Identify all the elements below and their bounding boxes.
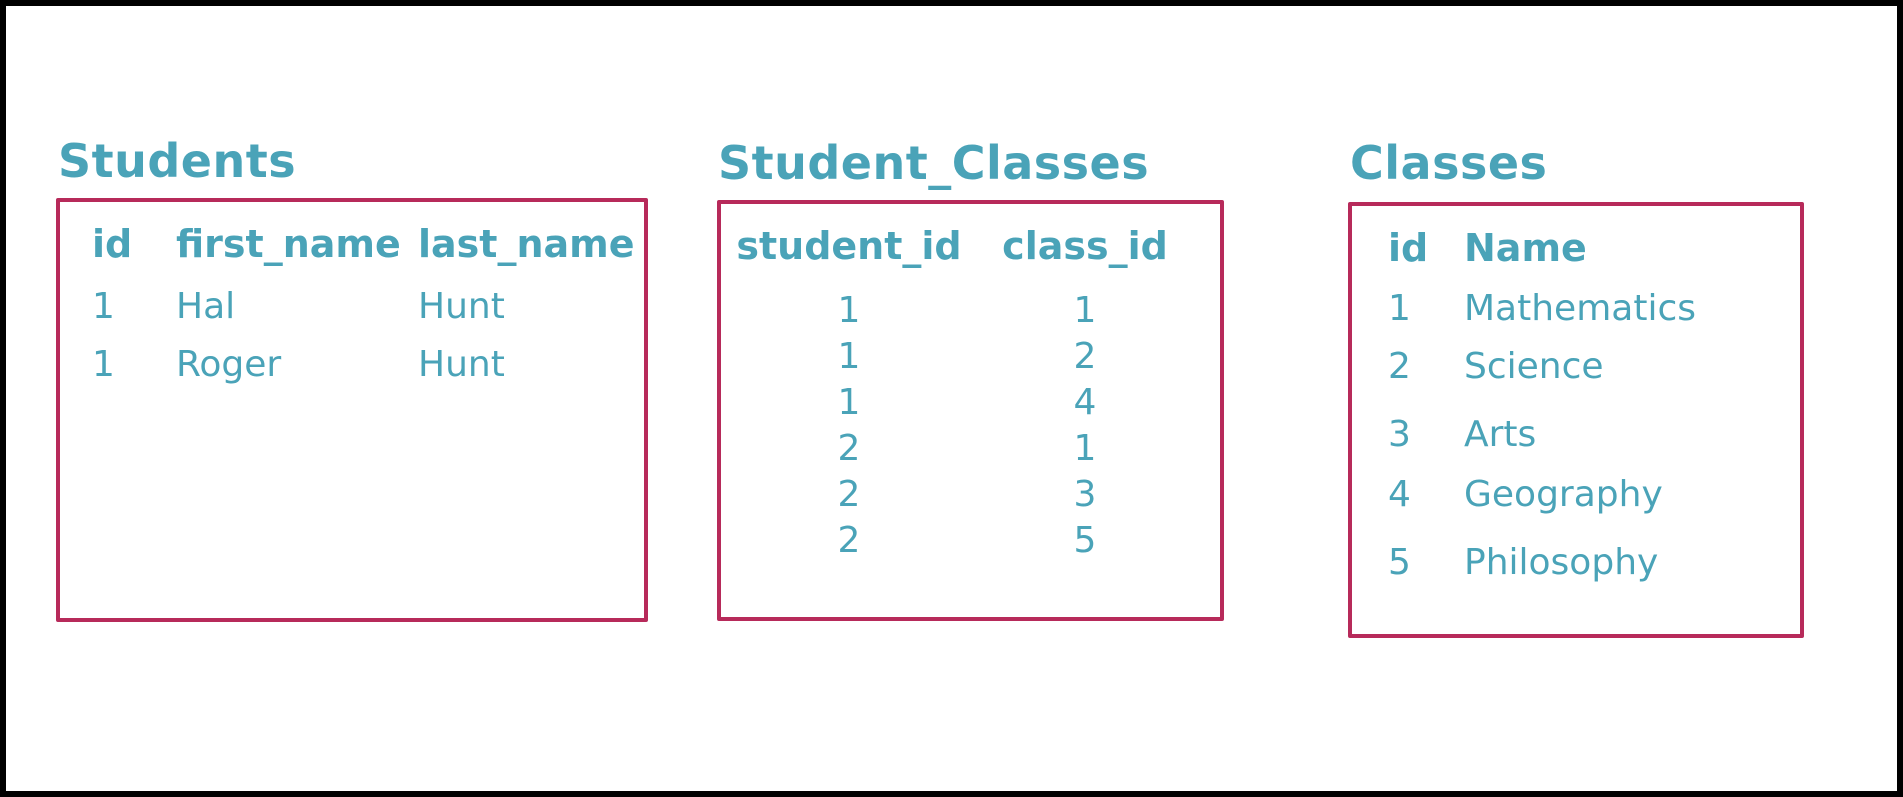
student-classes-table-title: Student_Classes [718,136,1150,190]
students-header-first-name: first_name [176,222,401,266]
student-classes-cell-student-id: 2 [837,474,861,515]
students-header-id: id [92,222,133,266]
students-header-last-name: last_name [418,222,635,266]
students-cell-last-name: Hunt [418,286,505,327]
students-cell-id: 1 [92,344,115,385]
classes-cell-name: Philosophy [1464,542,1659,583]
student-classes-header-class-id: class_id [1002,224,1168,268]
students-cell-first-name: Hal [176,286,236,327]
classes-header-name: Name [1464,226,1587,270]
students-table-title: Students [58,134,297,188]
students-table: id first_name last_name 1 Hal Hunt 1 Rog… [56,198,648,622]
student-classes-header-student-id: student_id [736,224,962,268]
classes-table-title: Classes [1350,136,1548,190]
student-classes-table: student_id class_id 1 1 1 2 1 4 2 1 2 3 … [717,200,1224,621]
classes-cell-id: 4 [1388,474,1411,515]
classes-table: id Name 1 Mathematics 2 Science 3 Arts 4… [1348,202,1804,638]
student-classes-cell-student-id: 1 [837,336,861,377]
students-cell-id: 1 [92,286,115,327]
classes-cell-name: Geography [1464,474,1663,515]
classes-cell-id: 5 [1388,542,1411,583]
student-classes-cell-student-id: 1 [837,290,861,331]
student-classes-cell-class-id: 5 [1073,520,1097,561]
student-classes-cell-class-id: 4 [1073,382,1097,423]
classes-cell-name: Mathematics [1464,288,1696,329]
student-classes-cell-class-id: 2 [1073,336,1097,377]
classes-cell-id: 3 [1388,414,1411,455]
classes-cell-name: Science [1464,346,1604,387]
student-classes-cell-class-id: 1 [1073,290,1097,331]
student-classes-cell-student-id: 2 [837,428,861,469]
classes-header-id: id [1388,226,1429,270]
student-classes-cell-student-id: 1 [837,382,861,423]
classes-cell-id: 1 [1388,288,1411,329]
student-classes-cell-student-id: 2 [837,520,861,561]
student-classes-cell-class-id: 3 [1073,474,1097,515]
students-cell-last-name: Hunt [418,344,505,385]
classes-cell-id: 2 [1388,346,1411,387]
classes-cell-name: Arts [1464,414,1537,455]
student-classes-cell-class-id: 1 [1073,428,1097,469]
students-cell-first-name: Roger [176,344,282,385]
